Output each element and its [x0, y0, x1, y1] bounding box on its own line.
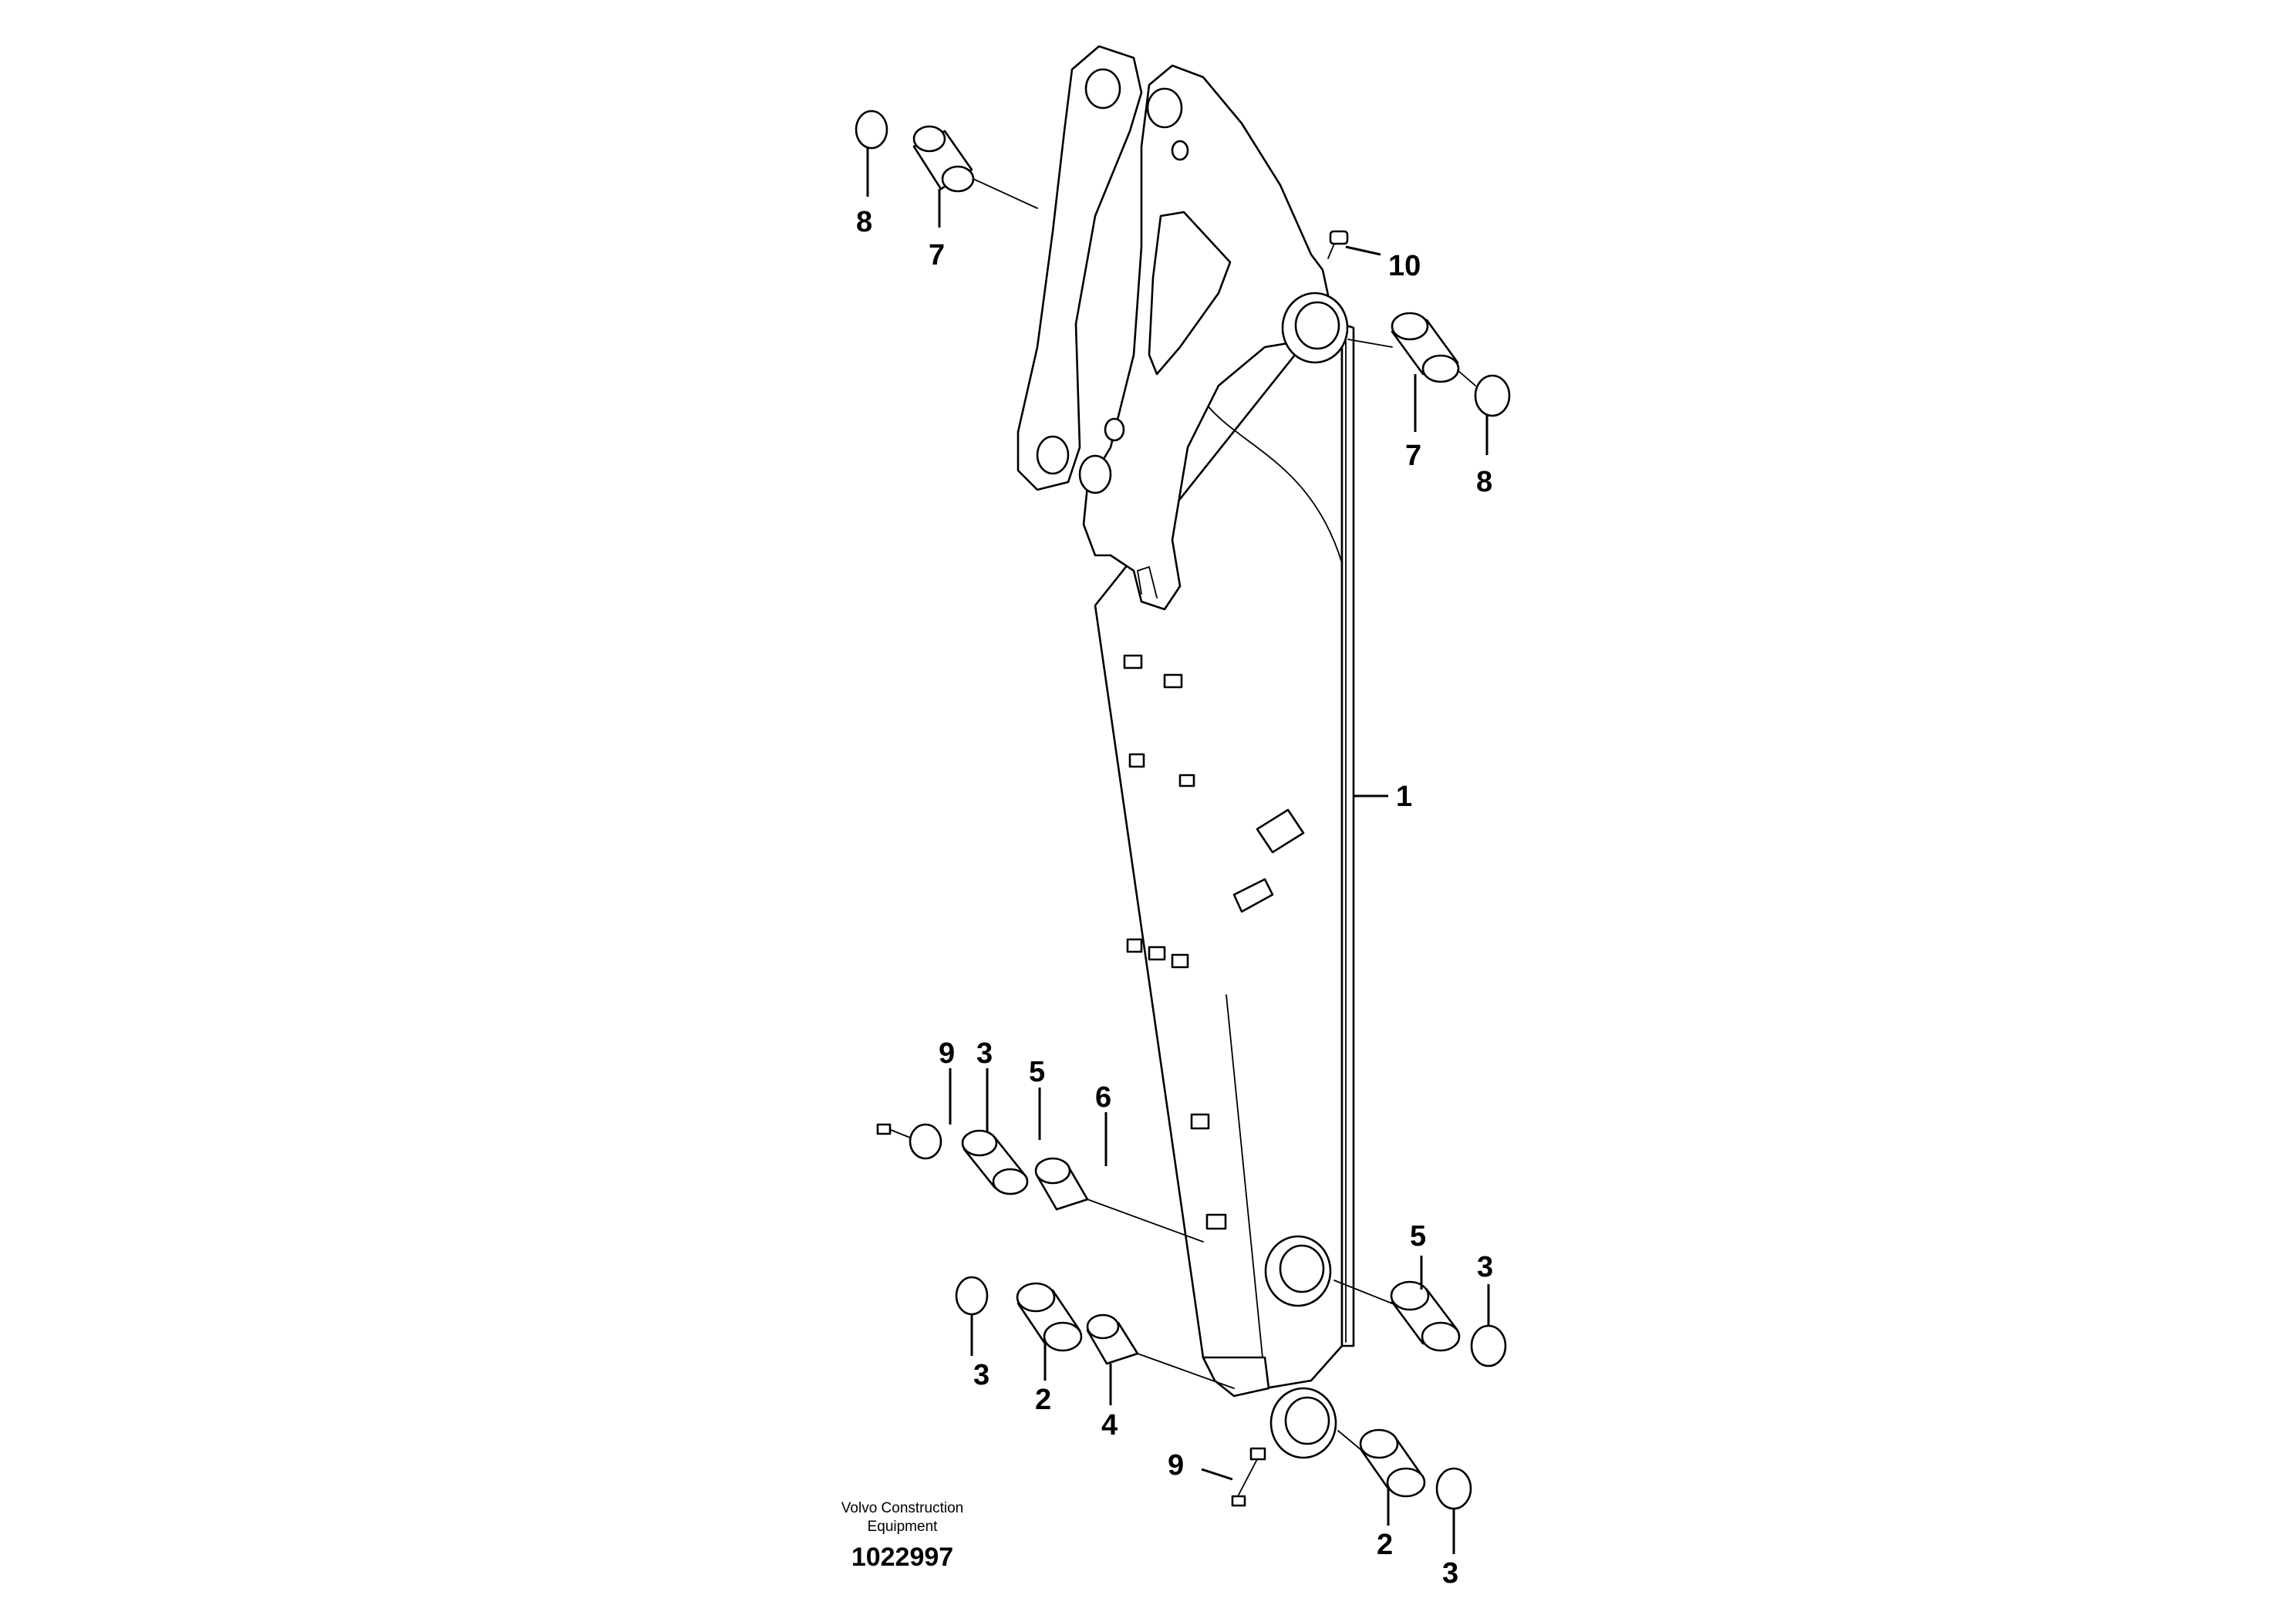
- callout-9-mid: 9: [939, 1037, 955, 1070]
- ring-3-mid-left: [909, 1123, 942, 1160]
- bushing-5-right: [1390, 1280, 1461, 1352]
- ring-3-right-bottom: [1435, 1467, 1472, 1510]
- callout-3-mid-left: 3: [976, 1037, 993, 1070]
- callout-7-top-left: 7: [929, 239, 945, 271]
- upper-link-plate-front: [1078, 64, 1336, 611]
- callout-7-top-right: 7: [1405, 440, 1421, 472]
- bushing-2-right: [1359, 1428, 1426, 1498]
- callout-5-left: 5: [1029, 1056, 1045, 1088]
- hose-clamps: [1123, 654, 1227, 1230]
- callout-10: 10: [1388, 250, 1421, 282]
- ring-8-top-right: [1474, 374, 1511, 417]
- bushing-7-top-left: [912, 125, 975, 193]
- bushing-2-left: [1016, 1282, 1083, 1352]
- bushing-5-left: [961, 1129, 1029, 1195]
- company-name: Volvo Construction Equipment: [841, 1500, 964, 1535]
- callout-labels: 8 7 10 7 8 1 9 3 5 6 3 2 4 5 3 9 2 3: [856, 206, 1493, 1590]
- grease-nipple-9-mid: [876, 1123, 892, 1135]
- bushing-4: [1086, 1313, 1139, 1365]
- callout-6: 6: [1095, 1081, 1111, 1114]
- callout-1: 1: [1396, 781, 1412, 813]
- leader-lines: [866, 148, 1490, 1554]
- upper-link-plate-rear: [1017, 45, 1143, 491]
- bushing-6: [1034, 1157, 1089, 1211]
- grease-nipple-9-bottom: [1231, 1447, 1266, 1507]
- ring-8-top-left: [855, 110, 888, 150]
- callout-3-lower-left: 3: [973, 1359, 990, 1391]
- callout-5-right: 5: [1410, 1220, 1426, 1253]
- ring-3-right-mid: [1470, 1324, 1507, 1367]
- callout-3-right-bottom: 3: [1442, 1557, 1458, 1590]
- ring-3-lower-left: [955, 1276, 989, 1316]
- upper-pin-boss: [1281, 292, 1349, 364]
- bushing-7-top-right: [1391, 312, 1460, 383]
- callout-4: 4: [1101, 1409, 1118, 1442]
- callout-8-top-right: 8: [1476, 466, 1492, 498]
- lower-pin-boss: [1269, 1387, 1337, 1459]
- callout-9-bottom: 9: [1168, 1449, 1184, 1482]
- drawing-number: 1022997: [851, 1543, 954, 1572]
- callout-2-left: 2: [1035, 1384, 1051, 1416]
- callout-2-right: 2: [1377, 1529, 1393, 1561]
- middle-pin-boss: [1264, 1235, 1332, 1307]
- grease-nipple-top: [1327, 230, 1349, 259]
- callout-8-top-left: 8: [856, 206, 872, 238]
- wear-blocks: [1232, 808, 1305, 913]
- callout-3-right-mid: 3: [1477, 1251, 1493, 1283]
